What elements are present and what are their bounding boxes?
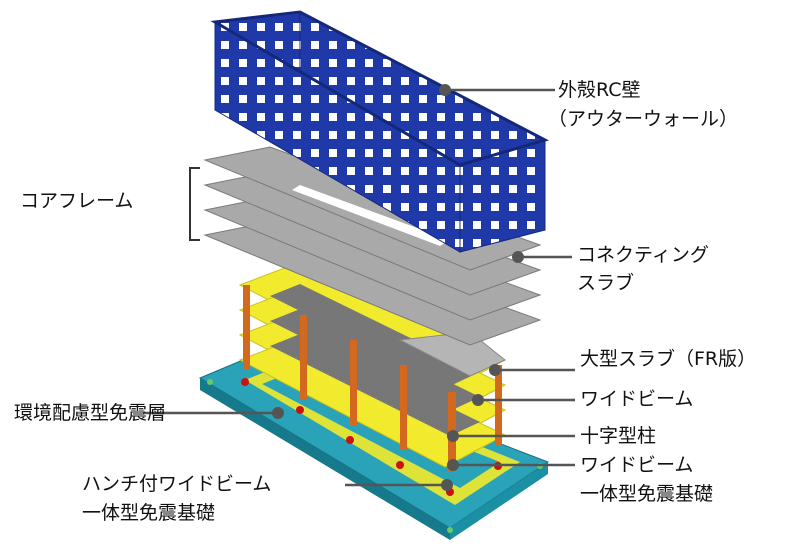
label-haunch-foundation: ハンチ付ワイドビーム — [82, 473, 272, 495]
label-connecting-slab-sub: スラブ — [577, 272, 635, 294]
label-wide-beam-foundation-sub: 一体型免震基礎 — [580, 483, 714, 505]
connecting-slabs — [203, 146, 542, 346]
label-large-slab: 大型スラブ（FR版） — [580, 348, 757, 370]
label-cross-column: 十字型柱 — [580, 425, 657, 447]
label-wide-beam: ワイドビーム — [580, 388, 694, 410]
label-wide-beam-foundation: ワイドビーム — [580, 454, 694, 476]
label-outer-wall-sub: （アウターウォール） — [548, 108, 739, 130]
core-frame-bracket — [189, 167, 200, 241]
label-connecting-slab: コネクティング — [577, 244, 709, 266]
outer-rc-wall — [210, 10, 549, 253]
label-eco-isolation-layer: 環境配慮型免震層 — [14, 402, 167, 424]
leader-lines — [143, 88, 575, 487]
label-haunch-foundation-sub: 一体型免震基礎 — [82, 502, 216, 524]
label-outer-wall: 外殻RC壁 — [558, 79, 641, 101]
label-core-frame: コアフレーム — [20, 190, 134, 212]
leader-dots — [272, 84, 524, 491]
